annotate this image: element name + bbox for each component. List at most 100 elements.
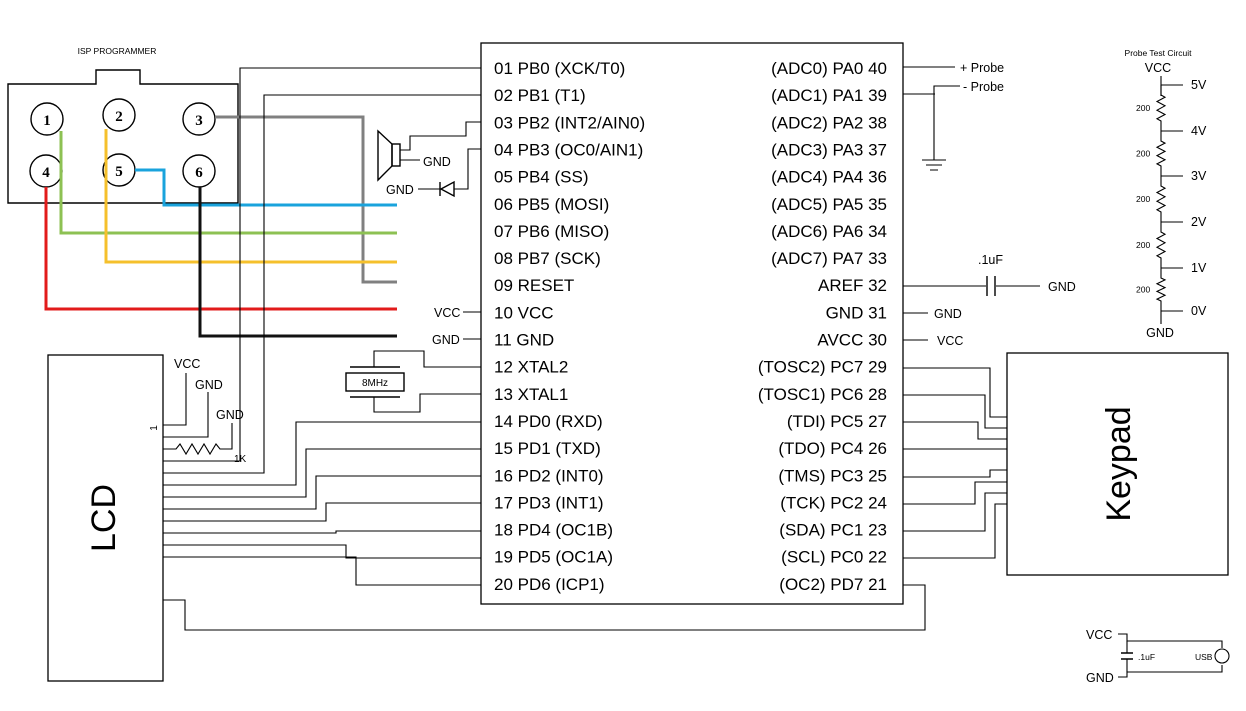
ladder-tap-label: 4V (1191, 124, 1207, 138)
isp-pin-3: 3 (182, 102, 216, 136)
mcu-right-pin-35: (ADC5) PA5 35 (771, 195, 887, 214)
isp-pin-3-label: 3 (195, 113, 203, 129)
mcu-left-pin-12: 12 XTAL2 (494, 358, 568, 377)
diode-wire-right (454, 148, 481, 190)
ladder-tap-label: 3V (1191, 169, 1207, 183)
crystal-label: 8MHz (362, 378, 388, 389)
isp-wire-vcc (44, 187, 397, 311)
isp-programmer: ISP PROGRAMMER 1 2 3 4 5 6 (7, 46, 239, 204)
pin11-gnd-label: GND (432, 333, 460, 347)
ladder-resistor-label: 200 (1136, 149, 1150, 159)
mcu-left-pin-2: 02 PB1 (T1) (494, 86, 586, 105)
isp-pin-2: 2 (102, 98, 136, 132)
diode-gnd-label: GND (386, 183, 414, 197)
mcu-left-pin-18: 18 PD4 (OC1B) (494, 521, 613, 540)
mcu-left-pin-8: 08 PB7 (SCK) (494, 249, 601, 268)
mcu-left-pin-15: 15 PD1 (TXD) (494, 439, 601, 458)
mcu-left-pin-10: 10 VCC (494, 303, 554, 322)
aref-capacitor-icon (986, 276, 996, 296)
mcu-right-pin-38: (ADC2) PA2 38 (771, 113, 887, 132)
lcd-pin1-label: 1 (149, 425, 160, 431)
usb-vcc-label: VCC (1086, 628, 1112, 642)
mcu-right-pin-34: (ADC6) PA6 34 (771, 222, 887, 241)
mcu-right-pin-33: (ADC7) PA7 33 (771, 249, 887, 268)
mcu-right-pin-31: GND 31 (826, 303, 887, 322)
mcu-right-pin-40: (ADC0) PA0 40 (771, 59, 887, 78)
mcu-right-pin-39: (ADC1) PA1 39 (771, 86, 887, 105)
lcd-vcc-label: VCC (174, 357, 200, 371)
isp-pin-6: 6 (182, 154, 216, 188)
isp-title: ISP PROGRAMMER (78, 46, 157, 56)
lcd-label: LCD (85, 484, 123, 552)
probe-test-circuit: Probe Test Circuit VCC 5V2004V2003V2002V… (1125, 48, 1207, 340)
mcu-left-pin-14: 14 PD0 (RXD) (494, 412, 603, 431)
mcu-left-pin-9: 09 RESET (494, 276, 574, 295)
mcu-right-pin-27: (TDI) PC5 27 (787, 412, 887, 431)
mcu-left-pin-19: 19 PD5 (OC1A) (494, 548, 613, 567)
ladder-tap-label: 2V (1191, 215, 1207, 229)
mcu-right-pin-22: (SCL) PC0 22 (781, 548, 887, 567)
speaker-cone-icon (377, 129, 393, 182)
mcu-left-pin-16: 16 PD2 (INT0) (494, 466, 604, 485)
usb-power: VCC GND .1uF USB (1086, 628, 1230, 685)
ladder-resistor-label: 200 (1136, 194, 1150, 204)
isp-pin-1: 1 (30, 102, 64, 136)
ladder-resistor-3 (1155, 176, 1167, 222)
ladder-resistor-2 (1155, 131, 1167, 176)
lcd-power-wires: VCC GND GND 1K (163, 357, 247, 465)
keypad-wires (903, 367, 1007, 559)
mcu-right-pin-37: (ADC3) PA3 37 (771, 140, 887, 159)
probe-minus-label: - Probe (963, 80, 1004, 94)
mcu-left-pin-11: 11 GND (494, 331, 554, 350)
probe-plus-label: + Probe (960, 61, 1004, 75)
keypad-label: Keypad (1100, 406, 1138, 521)
mcu-right-pins: (ADC0) PA0 40 (ADC1) PA1 39 (ADC2) PA2 38 (… (758, 59, 887, 594)
mcu-left-pin-4: 04 PB3 (OC0/AIN1) (494, 140, 643, 159)
mcu-left-pin-3: 03 PB2 (INT2/AIN0) (494, 113, 645, 132)
avcc-label: VCC (937, 334, 963, 348)
crystal: 8MHz (345, 350, 481, 413)
isp-wires (44, 115, 397, 338)
mcu-right-pin-23: (SDA) PC1 23 (779, 521, 887, 540)
isp-wire-reset (215, 115, 397, 284)
lcd-gnd1-label: GND (195, 378, 223, 392)
lcd (47, 354, 164, 682)
ladder-tap-label: 1V (1191, 261, 1207, 275)
isp-wire-miso (59, 131, 397, 235)
ladder-resistor-1 (1155, 85, 1167, 131)
mcu-right-pin-26: (TDO) PC4 26 (778, 439, 887, 458)
aref-cap-label: .1uF (978, 253, 1003, 267)
mcu-right-pin-24: (TCK) PC2 24 (780, 493, 887, 512)
mcu-left-pin-7: 07 PB6 (MISO) (494, 222, 609, 241)
mcu-left-pin-5: 05 PB4 (SS) (494, 168, 589, 187)
keypad (1006, 352, 1229, 576)
ladder-tap-label: 5V (1191, 78, 1207, 92)
ground-symbol-icon (922, 159, 946, 171)
aref-gnd-label: GND (1048, 280, 1076, 294)
mcu-left-pin-17: 17 PD3 (INT1) (494, 493, 604, 512)
probe-circuit-gnd: GND (1146, 326, 1174, 340)
speaker-magnet-icon (391, 143, 401, 167)
isp-pin-6-label: 6 (195, 165, 203, 181)
probe-minus-lead (933, 85, 960, 160)
mcu-left-pin-1: 01 PB0 (XCK/T0) (494, 59, 625, 78)
isp-pin-2-label: 2 (115, 109, 123, 125)
isp-pin-1-label: 1 (43, 113, 51, 129)
speaker-wire-signal (400, 121, 481, 151)
ladder-tap-label: 0V (1191, 304, 1207, 318)
mcu-left-pins: 01 PB0 (XCK/T0) 02 PB1 (T1) 03 PB2 (INT2/A… (494, 59, 645, 594)
mcu-right-pin-30: AVCC 30 (817, 331, 887, 350)
usb-capacitor-icon (1121, 652, 1133, 660)
mcu-left-pin-6: 06 PB5 (MOSI) (494, 195, 609, 214)
isp-wire-mosi (135, 168, 397, 207)
gnd31-label: GND (934, 307, 962, 321)
crystal-wire-xtal1 (373, 393, 481, 413)
mcu-left-pin-20: 20 PD6 (ICP1) (494, 575, 605, 594)
mcu-right-pin-21: (OC2) PD7 21 (779, 575, 887, 594)
usb-gnd-label: GND (1086, 671, 1114, 685)
crystal-wire-xtal2 (373, 350, 481, 368)
speaker: GND (377, 121, 481, 182)
isp-wire-sck (104, 129, 397, 264)
ladder-resistor-label: 200 (1136, 240, 1150, 250)
